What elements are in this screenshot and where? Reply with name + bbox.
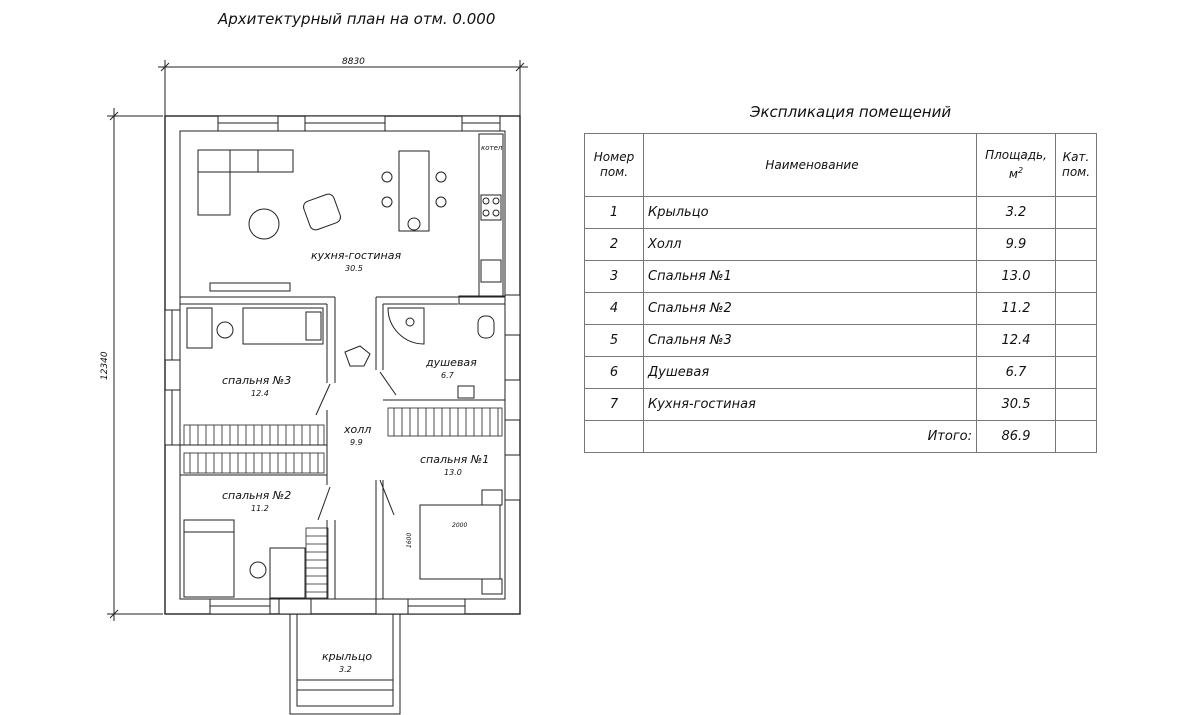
desk-bedroom-2 (269, 547, 306, 599)
row-category (1055, 324, 1097, 357)
row-name: Спальня №3 (643, 324, 977, 357)
room-area-bedroom-2: 11.2 (251, 504, 269, 513)
row-category (1055, 260, 1097, 293)
total-value: 86.9 (976, 420, 1056, 453)
header-category: Кат. пом. (1055, 133, 1097, 197)
plan-title: Архитектурный план на отм. 0.000 (218, 10, 496, 28)
table-row: 1 Крыльцо 3.2 (584, 196, 1097, 229)
row-name: Спальня №2 (643, 292, 977, 325)
table-row: 2 Холл 9.9 (584, 228, 1097, 261)
bed-length-label: 2000 (452, 522, 467, 529)
row-area: 11.2 (976, 292, 1056, 325)
table-row: 4 Спальня №2 11.2 (584, 292, 1097, 325)
header-name: Наименование (643, 133, 977, 197)
dim-width-label: 8830 (342, 57, 365, 67)
bed-bedroom-3 (242, 307, 324, 345)
row-area: 6.7 (976, 356, 1056, 389)
header-area: Площадь, м2 (976, 133, 1056, 197)
sofa (197, 149, 294, 216)
explication-title: Экспликация помещений (750, 103, 952, 121)
row-name: Крыльцо (643, 196, 977, 229)
table-row: 7 Кухня-гостиная 30.5 (584, 388, 1097, 421)
bed-width-label: 1600 (406, 533, 413, 548)
row-category (1055, 356, 1097, 389)
boiler-label: котел (481, 144, 503, 152)
row-number: 5 (584, 324, 644, 357)
table-header-row: Номер пом. Наименование Площадь, м2 Кат.… (584, 133, 1097, 197)
room-name-bedroom-2: спальня №2 (222, 489, 291, 502)
hall-chair (344, 345, 371, 367)
dining-table (381, 150, 447, 232)
room-area-porch: 3.2 (339, 665, 352, 674)
desk-bedroom-3 (186, 307, 213, 349)
table-row: 3 Спальня №1 13.0 (584, 260, 1097, 293)
total-empty-cell (584, 420, 644, 453)
porch (289, 613, 401, 715)
header-number: Номер пом. (584, 133, 644, 197)
row-category (1055, 388, 1097, 421)
explication-table: Номер пом. Наименование Площадь, м2 Кат.… (584, 133, 1097, 453)
row-category (1055, 292, 1097, 325)
row-area: 13.0 (976, 260, 1056, 293)
shower-cabin (387, 307, 425, 345)
room-area-shower: 6.7 (441, 371, 455, 380)
row-number: 1 (584, 196, 644, 229)
total-label: Итого: (643, 420, 977, 453)
row-name: Холл (643, 228, 977, 261)
row-name: Спальня №1 (643, 260, 977, 293)
row-number: 6 (584, 356, 644, 389)
bed-bedroom-2 (183, 519, 235, 598)
room-name-porch: крыльцо (322, 650, 372, 663)
dimension-height (107, 108, 163, 621)
row-area: 12.4 (976, 324, 1056, 357)
row-area: 30.5 (976, 388, 1056, 421)
room-area-bedroom-1: 13.0 (444, 468, 462, 477)
bed-bedroom-1 (419, 504, 501, 580)
room-name-shower: душевая (425, 356, 477, 369)
row-area: 9.9 (976, 228, 1056, 261)
table-total-row: Итого: 86.9 (584, 420, 1097, 453)
dim-height-label: 12340 (100, 351, 110, 380)
row-number: 2 (584, 228, 644, 261)
row-category (1055, 228, 1097, 261)
room-name-kitchen: кухня-гостиная (311, 249, 401, 262)
room-name-bedroom-3: спальня №3 (222, 374, 291, 387)
room-name-bedroom-1: спальня №1 (420, 453, 489, 466)
sink (457, 385, 475, 399)
room-area-bedroom-3: 12.4 (251, 389, 269, 398)
row-category (1055, 196, 1097, 229)
toilet (477, 315, 495, 339)
row-name: Душевая (643, 356, 977, 389)
row-name: Кухня-гостиная (643, 388, 977, 421)
armchair (303, 193, 341, 231)
room-name-hall: холл (343, 423, 371, 436)
room-area-hall: 9.9 (350, 438, 363, 447)
room-area-kitchen: 30.5 (345, 264, 363, 273)
round-table (248, 208, 280, 240)
row-area: 3.2 (976, 196, 1056, 229)
row-number: 4 (584, 292, 644, 325)
row-number: 3 (584, 260, 644, 293)
total-category-cell (1055, 420, 1097, 453)
dimension-width (158, 60, 528, 116)
kitchen-counter (458, 133, 506, 305)
table-row: 6 Душевая 6.7 (584, 356, 1097, 389)
tv-stand (209, 282, 291, 292)
table-row: 5 Спальня №3 12.4 (584, 324, 1097, 357)
row-number: 7 (584, 388, 644, 421)
